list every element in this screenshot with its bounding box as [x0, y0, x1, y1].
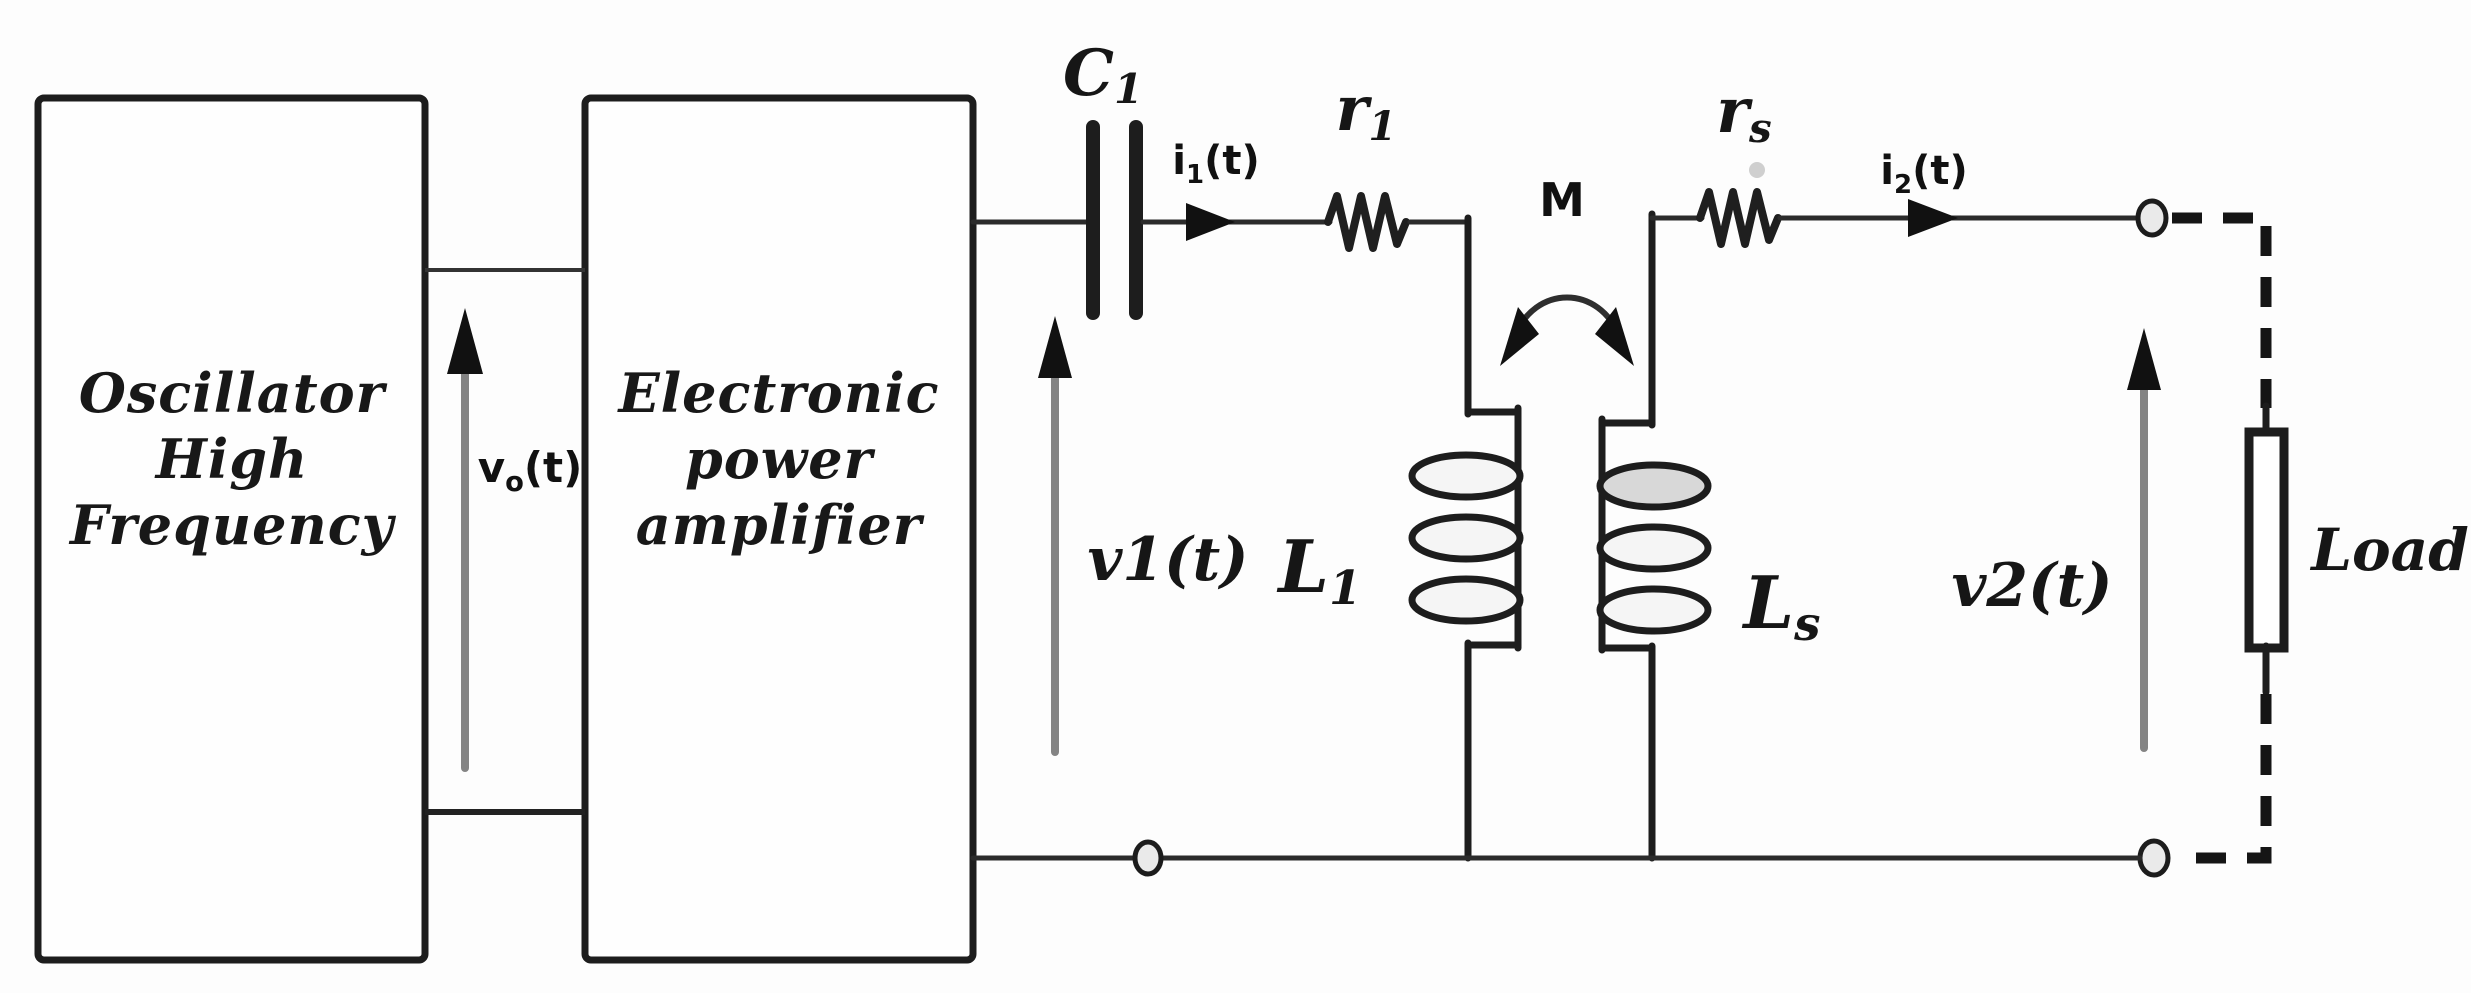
primary-top-branch: C1 i1(t) r1: [970, 36, 1471, 320]
i1-arrow-head-icon: [1186, 203, 1235, 241]
rs-label: rs: [1716, 74, 1771, 152]
mutual-coupling: M: [1500, 173, 1634, 366]
v2-arrow-head-icon: [2127, 328, 2161, 390]
amplifier-box: [581, 94, 977, 964]
i2-label: i2(t): [1880, 148, 1968, 200]
oscillator-block: Oscillator High Frequency: [34, 94, 429, 964]
oscillator-box: [34, 94, 429, 964]
amplifier-label-line3: amplifier: [636, 493, 925, 557]
v2-label: v2(t): [1951, 551, 2112, 621]
v0-label: vo(t): [478, 443, 583, 498]
oscillator-label-line3: Frequency: [68, 493, 397, 557]
load-branch: Load: [2135, 198, 2469, 878]
primary-coil-l1: L1: [1276, 214, 1524, 862]
bottom-rail: [970, 839, 2143, 877]
r1-label: r1: [1336, 72, 1397, 150]
i1-label: i1(t): [1172, 138, 1260, 190]
interstage-connection: vo(t): [425, 268, 585, 815]
load-bottom-dashed-wire: [2176, 694, 2272, 864]
ls-label: Ls: [1742, 560, 1821, 652]
amplifier-block: Electronic power amplifier: [581, 94, 977, 964]
v1-arrow-head-icon: [1038, 316, 1072, 378]
v0-arrow-head-icon: [447, 308, 483, 374]
i2-arrow-head-icon: [1908, 199, 1958, 237]
secondary-top-branch: rs i2(t): [1649, 74, 2141, 248]
r1-resistor: [1324, 192, 1410, 252]
load-label: Load: [2309, 516, 2469, 584]
secondary-coil-ls: Ls: [1596, 210, 1821, 862]
primary-bottom-terminal-node: [1132, 839, 1164, 877]
load-top-dashed-wire: [2172, 212, 2272, 408]
oscillator-label-line2: High: [154, 427, 309, 491]
load-resistor-body: [2244, 427, 2289, 653]
amplifier-label-line2: power: [685, 427, 876, 491]
l1-coil-turn: [1408, 513, 1524, 563]
v2-voltage-indicator: v2(t): [1951, 328, 2161, 752]
ls-coil-turn: [1596, 585, 1712, 635]
oscillator-label-line1: Oscillator: [79, 361, 388, 425]
secondary-bottom-terminal-node: [2137, 838, 2171, 878]
mutual-arrow-left-head-icon: [1500, 307, 1539, 366]
l1-coil-turn: [1408, 575, 1524, 625]
stray-mark: [1749, 162, 1765, 178]
amplifier-label-line1: Electronic: [617, 361, 940, 425]
v1-label: v1(t): [1087, 525, 1248, 595]
l1-label: L1: [1276, 524, 1361, 616]
rs-resistor: [1696, 188, 1782, 248]
v1-voltage-indicator: v1(t): [1038, 316, 1249, 756]
ls-coil-turn: [1596, 461, 1712, 511]
l1-coil-turn: [1408, 451, 1524, 501]
secondary-top-terminal-node: [2135, 198, 2169, 238]
c1-label: C1: [1063, 36, 1143, 113]
ls-coil-turn: [1596, 523, 1712, 573]
mutual-arrow-right-head-icon: [1595, 307, 1634, 366]
m-label: M: [1539, 173, 1585, 227]
